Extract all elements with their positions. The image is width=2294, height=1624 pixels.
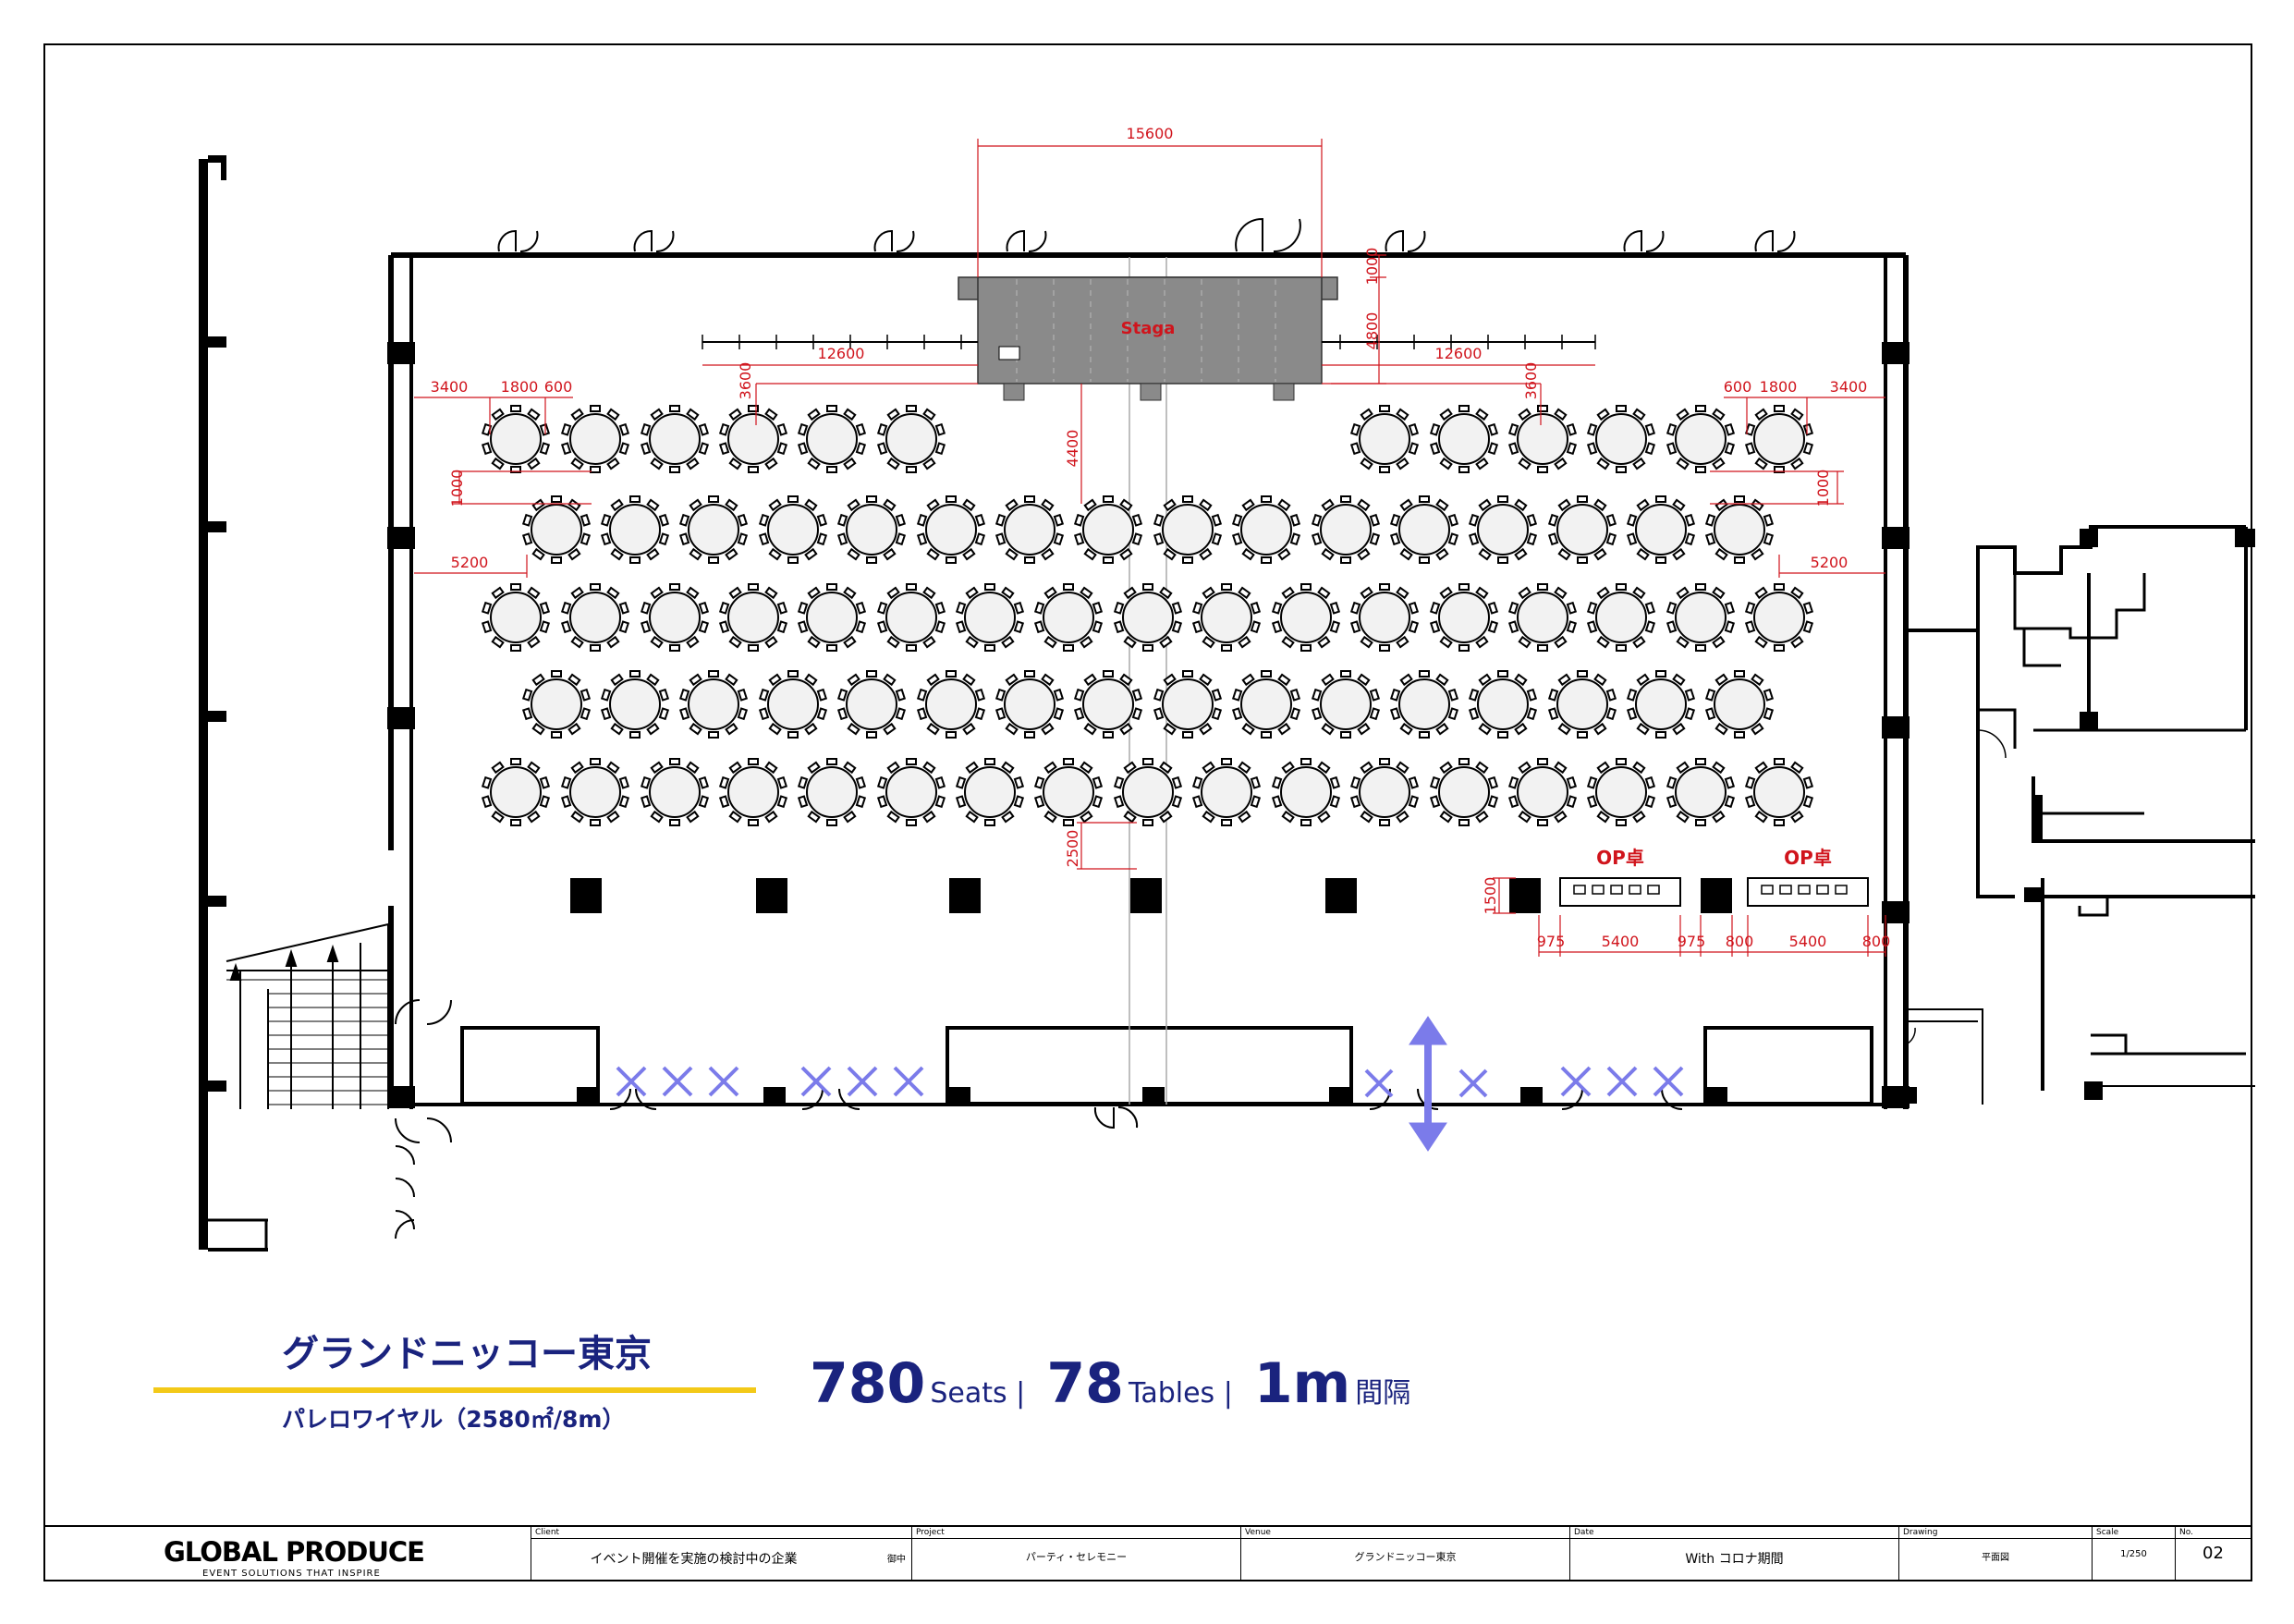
op-table-label: OP卓: [1596, 847, 1644, 869]
dim-right-3600: 3600: [1522, 362, 1540, 400]
venue-room: パレロワイヤル（2580㎡/8m）: [282, 1406, 626, 1433]
pillars: [570, 878, 1732, 913]
staircase: [226, 922, 389, 1109]
drawing-cell: Drawing 平面図: [1898, 1527, 2092, 1581]
number-value: 02: [2202, 1544, 2224, 1563]
client-cell: Client イベント開催を実施の検討中の企業 御中: [531, 1527, 911, 1581]
project-cell: Project パーティ・セレモニー: [911, 1527, 1240, 1581]
title-block-divider: [531, 1538, 2252, 1539]
client-value: イベント開催を実施の検討中の企業: [590, 1552, 798, 1567]
dim-left-1000: 1000: [448, 470, 466, 507]
dim-op-975-b: 975: [1678, 933, 1706, 950]
dim-left-3600: 3600: [737, 362, 754, 400]
right-annex-rooms: [1905, 525, 2255, 1105]
dim-right-3400: 3400: [1830, 378, 1868, 396]
drawing-frame: [43, 43, 2252, 1581]
table-row: [522, 495, 1774, 564]
title-underline: [153, 1387, 756, 1393]
drawing-label: Drawing: [1903, 1528, 1938, 1537]
op-table-label: OP卓: [1784, 847, 1832, 869]
seats-unit: Seats |: [930, 1377, 1026, 1410]
venue-name: グランドニッコー東京: [282, 1333, 652, 1375]
client-label: Client: [535, 1528, 560, 1537]
project-label: Project: [916, 1528, 945, 1537]
drawing-value: 平面図: [1982, 1553, 2009, 1563]
client-suffix: 御中: [887, 1555, 906, 1565]
dim-left-600: 600: [544, 378, 573, 396]
number-cell: No. 02: [2175, 1527, 2251, 1581]
venue-value: グランドニッコー東京: [1354, 1551, 1457, 1563]
dim-op-800-b: 800: [1862, 933, 1891, 950]
title-block: GLOBAL PRODUCE EVENT SOLUTIONS THAT INSP…: [43, 1525, 2252, 1581]
dim-stage-depth: 4800: [1363, 312, 1381, 350]
doors: [395, 217, 1796, 1239]
table-row: [482, 583, 1813, 652]
dim-left-3400: 3400: [431, 378, 469, 396]
table-row: [522, 670, 1774, 739]
dim-right-1800: 1800: [1760, 378, 1798, 396]
dim-op-1500: 1500: [1482, 877, 1499, 915]
dim-left-1800: 1800: [501, 378, 539, 396]
logo-tagline: EVENT SOLUTIONS THAT INSPIRE: [202, 1569, 381, 1579]
stage: Staga: [958, 276, 1338, 401]
number-label: No.: [2179, 1528, 2193, 1537]
entrance-arrow-icon: [1409, 1016, 1447, 1152]
scale-cell: Scale 1/250: [2092, 1527, 2175, 1581]
venue-cell: Venue グランドニッコー東京: [1240, 1527, 1569, 1581]
dim-right-5200: 5200: [1811, 554, 1849, 571]
date-cell: Date With コロナ期間: [1569, 1527, 1898, 1581]
dim-stage-width: 15600: [1127, 125, 1174, 142]
dim-right-span: 12600: [1435, 345, 1483, 362]
left-corridor-walls: [199, 155, 268, 1252]
spacing-unit: 間隔: [1355, 1377, 1411, 1410]
spacing-value: 1m: [1253, 1351, 1351, 1416]
project-value: パーティ・セレモニー: [1025, 1551, 1128, 1563]
dim-left-span: 12600: [818, 345, 865, 362]
stage-span-rail: [702, 335, 1596, 349]
dim-op-5400-a: 5400: [1602, 933, 1640, 950]
scale-value: 1/250: [2120, 1549, 2147, 1559]
dim-stage-top-gap: 1000: [1363, 248, 1381, 286]
date-label: Date: [1574, 1528, 1594, 1537]
scale-label: Scale: [2096, 1528, 2119, 1537]
dimension-lines: [414, 139, 1886, 957]
logo-wordmark: GLOBAL PRODUCE: [164, 1536, 425, 1568]
dim-center-2500: 2500: [1064, 830, 1081, 868]
round-tables: [482, 405, 1813, 826]
dim-center-4400: 4400: [1064, 430, 1081, 468]
tables-value: 78: [1046, 1351, 1124, 1416]
dim-left-5200: 5200: [451, 554, 489, 571]
dim-right-600: 600: [1724, 378, 1752, 396]
seats-value: 780: [810, 1351, 926, 1416]
table-row: [482, 405, 1813, 473]
dimension-labels: 15600 1000 4800 12600 12600 3600 3600 44…: [431, 125, 1891, 950]
venue-label: Venue: [1245, 1528, 1271, 1537]
tables-unit: Tables |: [1128, 1377, 1233, 1410]
main-hall-walls: [387, 252, 1917, 1109]
dim-op-800-a: 800: [1726, 933, 1754, 950]
closed-door-marks: [616, 1066, 1684, 1098]
dim-right-1000: 1000: [1814, 470, 1832, 507]
date-value: With コロナ期間: [1685, 1552, 1784, 1567]
op-tables: OP卓 OP卓: [1559, 847, 1869, 907]
capacity-summary: 780 Seats | 78 Tables | 1m 間隔: [810, 1351, 1410, 1416]
table-row: [482, 758, 1813, 826]
stage-label: Staga: [1121, 319, 1176, 338]
dim-op-975-a: 975: [1537, 933, 1566, 950]
dim-op-5400-b: 5400: [1789, 933, 1827, 950]
